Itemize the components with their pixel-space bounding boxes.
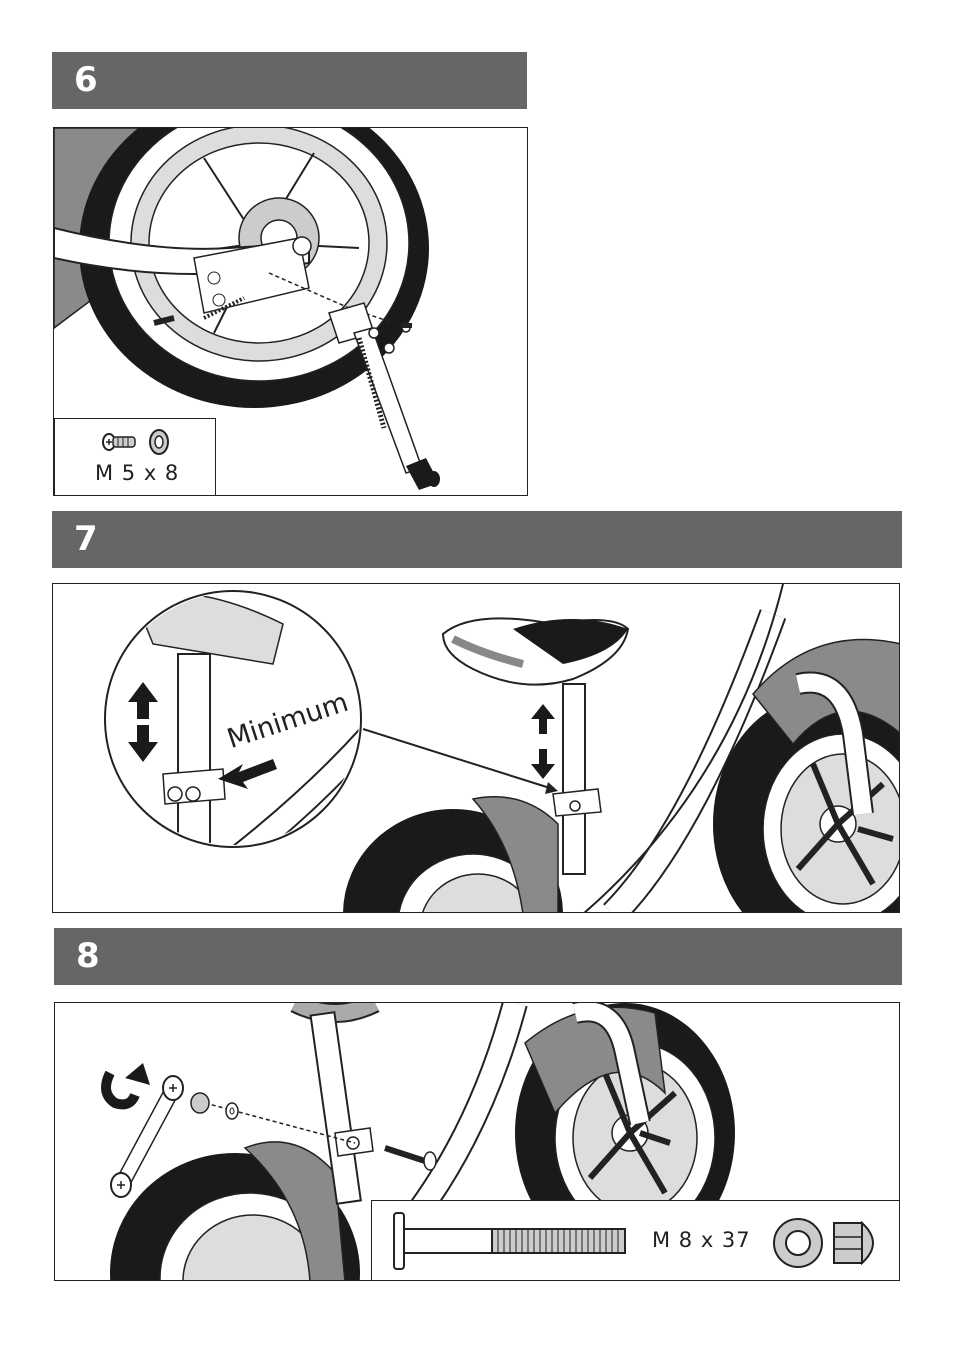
- cap-nut-icon: [191, 1093, 209, 1113]
- bolt-icon: [392, 1211, 642, 1271]
- step-8-header: 8: [54, 928, 902, 985]
- seat-height-drawing: [53, 584, 900, 913]
- step-6-parts-box: M 5 x 8: [54, 418, 216, 496]
- step-7-number: 7: [74, 519, 98, 559]
- up-down-arrow-icon: [531, 704, 555, 779]
- step-7-illustration: Minimum: [52, 583, 900, 913]
- rotate-arrow-icon: [106, 1063, 150, 1104]
- step-7-header: 7: [52, 511, 902, 568]
- step-6-number: 6: [74, 60, 98, 100]
- cap-nut-icon: [834, 1223, 873, 1263]
- washer-icon: [150, 430, 168, 454]
- washer-icon: [226, 1103, 238, 1119]
- washer-and-cap-nut-icons: [772, 1215, 892, 1271]
- washer-icon: [774, 1219, 822, 1267]
- step-8-number: 8: [76, 936, 100, 976]
- screw-and-washer-icons: [99, 427, 179, 457]
- screw-icon: [103, 434, 135, 450]
- step-8-part-label: M 8 x 37: [652, 1228, 751, 1252]
- step-6-illustration: M 5 x 8: [53, 127, 528, 496]
- step-8-illustration: M 8 x 37: [54, 1002, 900, 1281]
- step-8-parts-box: M 8 x 37: [371, 1200, 900, 1281]
- step-6-part-label: M 5 x 8: [95, 461, 179, 485]
- step-6-header: 6: [52, 52, 527, 109]
